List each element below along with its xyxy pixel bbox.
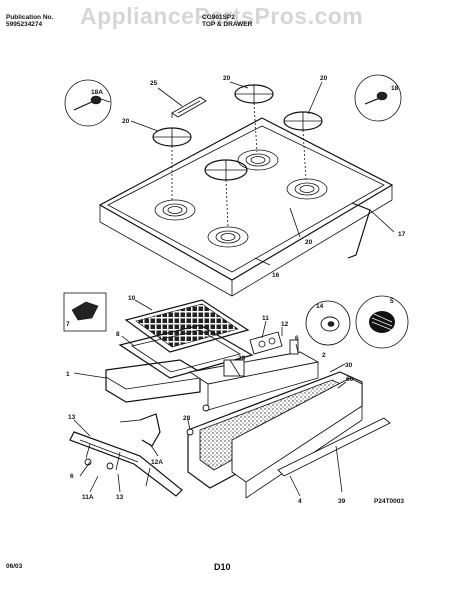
publication-number: 5995234274 bbox=[6, 21, 43, 28]
callout-20-bottom: 20 bbox=[305, 239, 313, 246]
callout-11a: 11A bbox=[82, 494, 94, 501]
drawer-front-panel bbox=[187, 371, 363, 499]
callout-8: 8 bbox=[116, 331, 120, 338]
callout-6-bottom: 6 bbox=[70, 473, 74, 480]
callout-29: 29 bbox=[238, 355, 246, 362]
bottom-leader-lines bbox=[73, 299, 347, 497]
broiler-rack-part bbox=[124, 299, 250, 353]
figure-code: P24T0003 bbox=[374, 498, 404, 505]
callout-7: 7 bbox=[66, 321, 70, 328]
callout-12a: 12A bbox=[151, 459, 163, 466]
callout-20-right: 20 bbox=[320, 75, 328, 82]
cooktop-main-top bbox=[98, 117, 394, 297]
watermark: AppliancePartsPros.com bbox=[80, 3, 364, 29]
detail-circle-18 bbox=[354, 74, 402, 122]
callout-20-left: 20 bbox=[122, 118, 130, 125]
page-number: D10 bbox=[214, 562, 231, 572]
drawer-body-part bbox=[105, 351, 320, 411]
callout-28: 28 bbox=[183, 415, 191, 422]
callout-11: 11 bbox=[262, 315, 269, 322]
callout-2: 2 bbox=[322, 352, 326, 359]
bracket-part-12a bbox=[119, 404, 210, 447]
callout-25: 25 bbox=[150, 80, 158, 87]
callout-12: 12 bbox=[281, 321, 289, 328]
callout-13-upper: 13 bbox=[68, 414, 76, 421]
section-title: TOP & DRAWER bbox=[202, 21, 253, 28]
callout-39: 39 bbox=[338, 498, 346, 505]
callout-10: 10 bbox=[128, 295, 136, 302]
callout-1: 1 bbox=[66, 371, 70, 378]
callout-30: 30 bbox=[345, 362, 353, 369]
callout-20-top: 20 bbox=[223, 75, 231, 82]
burner-grate-right bbox=[283, 111, 323, 181]
trim-strip-part bbox=[277, 417, 391, 477]
burner-grate-center bbox=[204, 159, 248, 229]
detail-circle-5 bbox=[355, 295, 409, 349]
bracket-part-17 bbox=[347, 202, 395, 259]
model-number: CG901SP2 bbox=[202, 14, 235, 21]
callout-16: 16 bbox=[272, 272, 280, 279]
burner-grate-top-center bbox=[234, 84, 274, 153]
detail-circle-14 bbox=[305, 300, 351, 346]
burner-grate-left bbox=[152, 127, 192, 200]
footer-date: 06/03 bbox=[6, 563, 23, 570]
callout-5: 5 bbox=[390, 298, 394, 305]
callout-4: 4 bbox=[298, 498, 302, 505]
callout-14: 14 bbox=[316, 303, 324, 310]
slide-rail-assembly bbox=[69, 431, 183, 497]
grate-handle-part bbox=[171, 96, 207, 118]
callout-18: 18 bbox=[391, 85, 399, 92]
top-leader-lines bbox=[130, 81, 323, 266]
detail-box-7 bbox=[63, 292, 107, 332]
publication-label: Publication No. bbox=[6, 14, 54, 21]
callout-13-lower: 13 bbox=[116, 494, 124, 501]
detail-circle-18a bbox=[64, 79, 112, 127]
callout-18a: 18A bbox=[91, 89, 103, 96]
callout-17: 17 bbox=[398, 231, 406, 238]
callout-60: 60 bbox=[346, 376, 354, 383]
callout-6-top: 6 bbox=[295, 335, 299, 342]
hinge-assembly-part bbox=[223, 331, 299, 377]
